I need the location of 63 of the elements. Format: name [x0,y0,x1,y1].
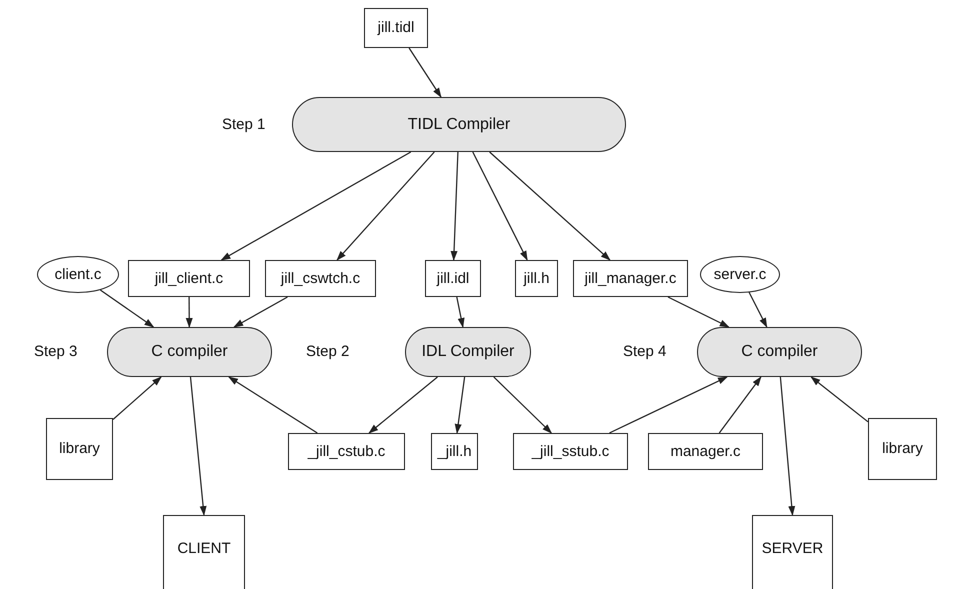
node-label: SERVER [762,540,824,558]
node-label: jill_manager.c [584,270,676,288]
node-label: C compiler [151,342,228,362]
compiler-pill [697,327,862,377]
arrow [220,151,412,261]
node-label: _jill_sstub.c [532,442,610,460]
file-box [265,260,376,297]
node-label: client.c [54,266,102,284]
arrow [336,152,435,261]
arrow [454,376,466,434]
step-label: Step 2 [306,343,350,360]
compiler-pill [107,327,272,377]
arrow [609,376,728,434]
file-box [648,433,763,470]
node-label: jill.h [524,270,550,288]
node-label: library [59,440,100,458]
arrow [112,376,162,420]
output-box [163,515,245,589]
file-box [425,260,481,297]
step-label: Step 4 [623,343,666,360]
file-box [573,260,688,297]
node-label: jill_cswtch.c [280,270,360,288]
arrow [186,297,193,328]
arrow [408,48,442,98]
node-label: jill.tidl [378,19,414,37]
file-box [515,260,558,297]
step-label: Step 1 [222,116,266,132]
file-box [128,260,250,297]
arrow [780,376,796,516]
arrow [456,296,465,328]
output-box [752,515,833,589]
arrow [233,296,288,328]
node-label: library [882,440,923,458]
arrow [810,376,868,422]
file-box [364,8,428,48]
node-label: jill_client.c [154,270,224,288]
arrow [748,292,768,328]
node-label: server.c [714,266,766,284]
node-label: jill.idl [436,270,470,288]
node-label: _jill_cstub.c [308,442,386,460]
arrow [489,152,611,261]
node-label: manager.c [670,442,741,460]
arrow [493,376,552,434]
file-box [513,433,628,470]
arrow [100,290,154,328]
node-label: IDL Compiler [422,342,514,362]
step-label: Step 3 [34,343,78,360]
arrow [368,376,438,434]
arrow [190,376,207,516]
node-label: _jill.h [437,442,472,460]
arrow [228,376,318,434]
library-box [46,418,113,480]
node-label: CLIENT [177,540,231,558]
arrow [450,152,458,261]
arrow [668,296,730,328]
file-box [288,433,405,470]
file-box [431,433,478,470]
node-label: TIDL Compiler [408,114,510,134]
node-label: C compiler [741,342,818,362]
arrow [472,152,528,261]
compiler-pill [405,327,531,377]
library-box [868,418,937,480]
arrow [718,376,762,434]
